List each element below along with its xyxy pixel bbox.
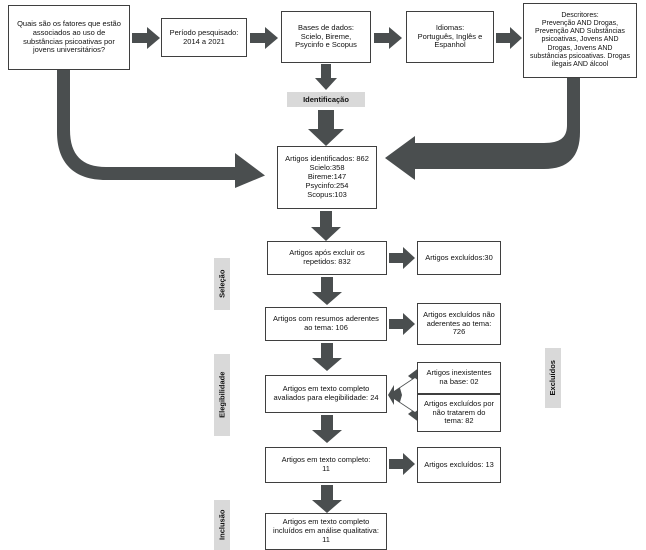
box-languages: Idiomas: Português, Inglês e Espanhol <box>406 11 494 63</box>
arrow-question-to-period <box>132 27 160 49</box>
arrow-to-excluded-not-adherent <box>389 313 415 335</box>
box-excluded-off-topic: Artigos excluídos por não tratarem do te… <box>417 394 501 432</box>
arrow-eligibility-to-full-text <box>312 415 342 443</box>
box-excluded-duplicates: Artigos excluídos:30 <box>417 241 501 275</box>
arrow-elbow-left-to-identified <box>50 70 265 188</box>
box-full-text: Artigos em texto completo: 11 <box>265 447 387 483</box>
arrow-databases-to-languages <box>374 27 402 49</box>
box-full-text-eligibility: Artigos em texto completo avaliados para… <box>265 375 387 413</box>
box-descriptors: Descritores: Prevenção AND Drogas, Preve… <box>523 3 637 78</box>
box-included-qualitative: Artigos em texto completo incluídos em a… <box>265 513 387 550</box>
box-articles-identified: Artigos identificados: 862 Scielo:358 Bi… <box>277 146 377 209</box>
stage-label-eligibility: Elegibilidade <box>214 354 230 436</box>
box-databases: Bases de dados: Scielo, Bireme, Psycinfo… <box>281 11 371 63</box>
arrow-databases-to-identification-label <box>315 64 337 90</box>
arrow-identified-to-after-duplicates <box>311 211 341 241</box>
stage-label-excluded: Excluídos <box>545 348 561 408</box>
stage-label-identification-text: Identificação <box>303 94 349 104</box>
box-excluded-not-in-base: Artigos inexistentes na base: 02 <box>417 362 501 394</box>
box-excluded-not-adherent: Artigos excluídos não aderentes ao tema:… <box>417 303 501 345</box>
arrow-fork-to-excluded-boxes <box>388 367 420 423</box>
stage-label-inclusion: Inclusão <box>214 500 230 550</box>
arrow-identification-to-identified <box>308 110 344 146</box>
stage-label-identification: Identificação <box>287 92 365 107</box>
box-research-question: Quais são os fatores que estão associado… <box>8 5 130 70</box>
box-abstracts-adherent: Artigos com resumos aderentes ao tema: 1… <box>265 307 387 341</box>
stage-label-selection-text: Seleção <box>217 269 227 299</box>
arrow-elbow-right-to-identified <box>385 78 600 188</box>
stage-label-excluded-text: Excluídos <box>548 360 558 396</box>
box-after-duplicates: Artigos após excluir os repetidos: 832 <box>267 241 387 275</box>
box-excluded-full-text: Artigos excluídos: 13 <box>417 447 501 483</box>
arrow-to-excluded-duplicates <box>389 247 415 269</box>
arrow-abstracts-to-eligibility <box>312 343 342 371</box>
stage-label-inclusion-text: Inclusão <box>217 509 227 541</box>
arrow-period-to-databases <box>250 27 278 49</box>
box-period: Período pesquisado: 2014 a 2021 <box>161 18 247 57</box>
arrow-full-text-to-included <box>312 485 342 513</box>
arrow-after-duplicates-to-abstracts <box>312 277 342 305</box>
stage-label-eligibility-text: Elegibilidade <box>217 371 227 419</box>
stage-label-selection: Seleção <box>214 258 230 310</box>
arrow-languages-to-descriptors <box>496 27 522 49</box>
arrow-to-excluded-full-text <box>389 453 415 475</box>
